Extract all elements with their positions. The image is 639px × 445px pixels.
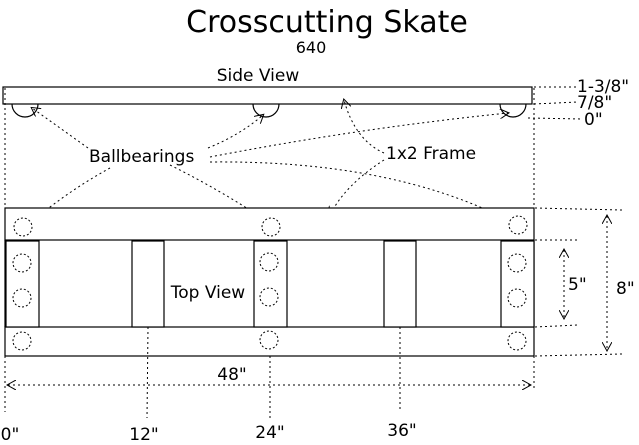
x-tick-36: 36" <box>387 421 416 441</box>
hole <box>12 331 32 351</box>
diagram-title: Crosscutting Skate <box>186 5 468 40</box>
side-view-frame <box>2 86 533 105</box>
bearing-holes <box>12 215 528 351</box>
dim-outer-label: 8" <box>616 279 635 299</box>
side-bearing-left <box>11 103 39 118</box>
side-bearing-right <box>499 103 527 118</box>
hole <box>259 287 279 307</box>
dim-inner-label: 5" <box>568 275 587 295</box>
height-label-bottom: 0" <box>584 110 603 130</box>
diagram-subtitle: 640 <box>296 38 327 57</box>
dim-length-label: 48" <box>217 365 246 385</box>
guide-12 <box>146 326 149 419</box>
arrow-bb-side-left <box>32 108 89 149</box>
hole <box>508 215 528 235</box>
side-view-label: Side View <box>217 66 300 86</box>
hole <box>12 288 32 308</box>
side-bearing-middle <box>252 103 280 118</box>
hole <box>507 288 527 308</box>
x-tick-12: 12" <box>129 425 158 445</box>
cross-member-12 <box>131 240 165 328</box>
hole <box>507 331 527 351</box>
bottom-rail <box>4 326 535 357</box>
arrow-frame-side <box>344 100 385 154</box>
hole <box>12 253 32 273</box>
cross-member-24 <box>253 240 288 328</box>
top-view-label: Top View <box>170 283 246 303</box>
arrow-bb-side-middle <box>207 115 263 149</box>
dim-outer-ext-top <box>534 207 623 211</box>
dim-inner-ext-bottom <box>534 324 579 328</box>
height-label-mid: 7/8" <box>577 93 612 113</box>
cross-member-36 <box>383 240 417 328</box>
cross-member-0 <box>5 240 40 328</box>
hole <box>261 217 281 237</box>
ballbearings-label: Ballbearings <box>89 147 194 167</box>
hole <box>259 330 279 350</box>
hole <box>507 253 527 273</box>
leader-bottom <box>527 117 584 120</box>
hole <box>259 252 279 272</box>
frame-label: 1x2 Frame <box>386 144 476 164</box>
top-rail <box>4 207 535 241</box>
dim-outer-ext-bottom <box>534 353 623 357</box>
x-tick-24: 24" <box>255 423 284 443</box>
arrow-frame-top <box>330 159 385 215</box>
x-tick-0: 0" <box>1 425 20 445</box>
leader-mid <box>533 101 579 105</box>
hole <box>13 217 33 237</box>
arrow-bb-top-right <box>209 161 508 220</box>
height-label-top: 1-3/8" <box>577 77 629 97</box>
cross-member-48 <box>500 240 535 328</box>
arrow-bb-side-right <box>209 113 508 158</box>
